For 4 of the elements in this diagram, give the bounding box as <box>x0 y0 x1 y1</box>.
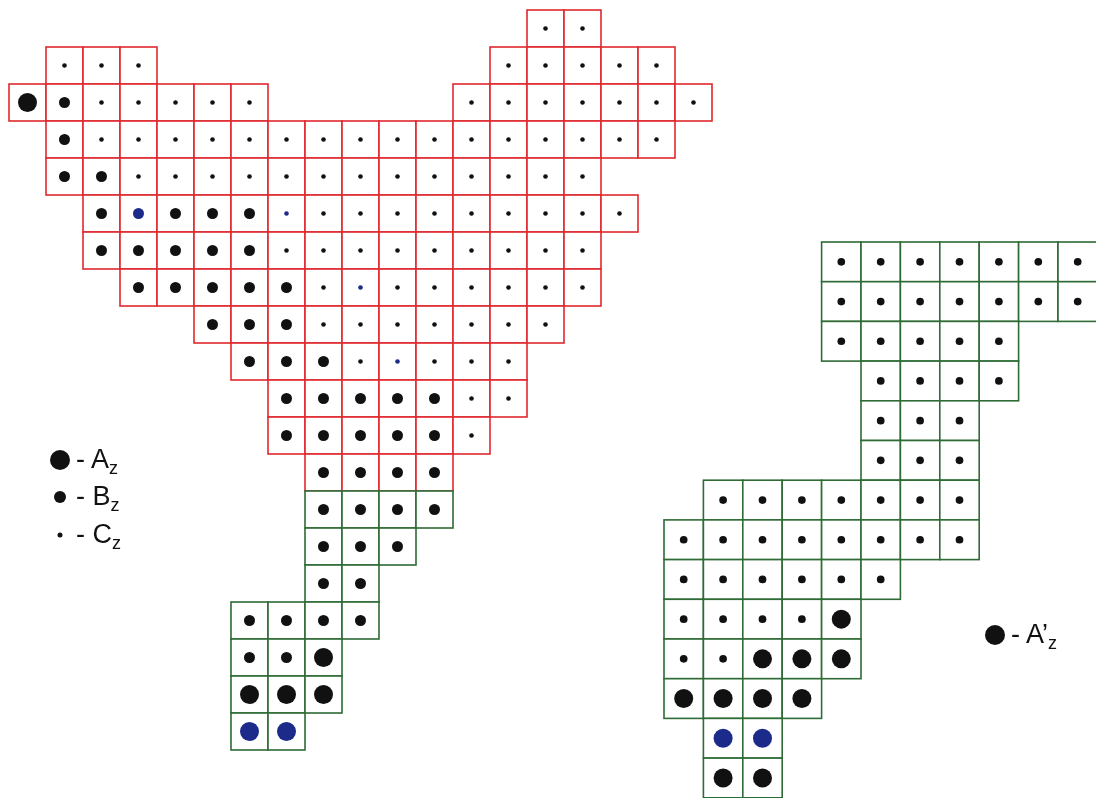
legend-label: - A$_{z}$ <box>76 446 118 477</box>
legend-label: - B$_{z}$ <box>76 483 120 514</box>
legend-label: - C$_{z}$ <box>76 521 121 552</box>
legend-label: - A’$_{z}$ <box>1011 621 1057 652</box>
